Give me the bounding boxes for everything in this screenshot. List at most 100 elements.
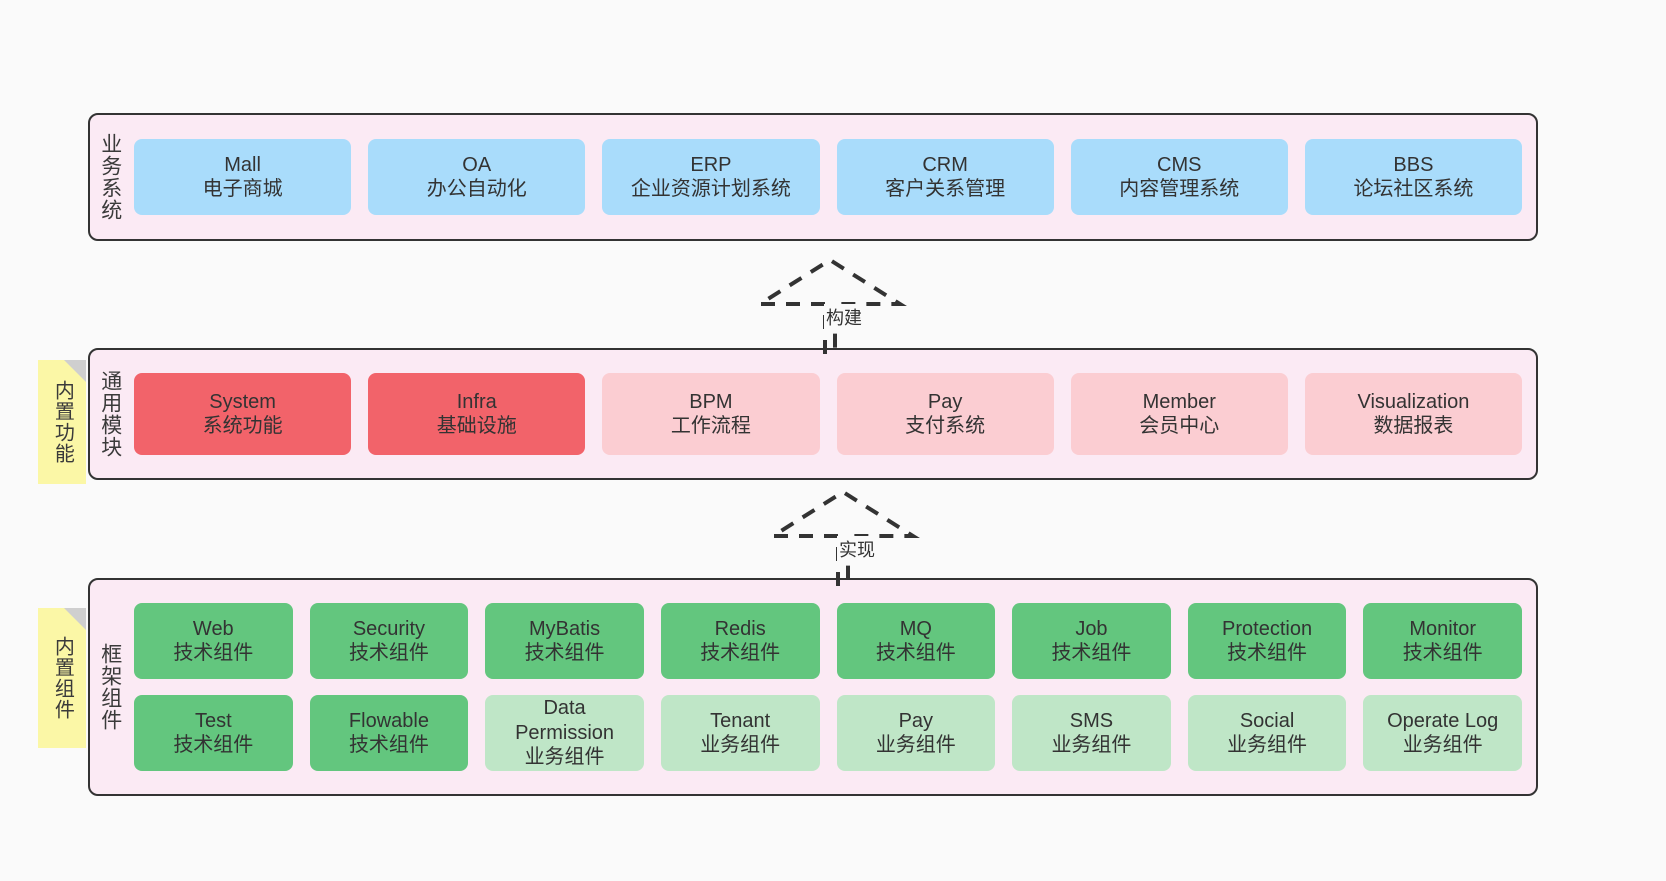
node-label-en: Visualization bbox=[1357, 390, 1470, 413]
node-visualization[interactable]: Visualization 数据报表 bbox=[1304, 373, 1523, 455]
node-member[interactable]: Member 会员中心 bbox=[1070, 373, 1288, 455]
node-label-en: OA bbox=[462, 153, 492, 176]
node-label-en: Mall bbox=[224, 153, 261, 176]
node-label-cn: 业务组件 bbox=[524, 746, 605, 769]
node-label-cn: 办公自动化 bbox=[426, 178, 527, 200]
node-pay-business[interactable]: Pay 业务组件 bbox=[836, 695, 996, 771]
node-label-cn: 会员中心 bbox=[1139, 415, 1220, 437]
node-label-cn: 业务组件 bbox=[875, 734, 956, 756]
node-label-cn: 工作流程 bbox=[670, 415, 751, 437]
node-label-cn: 业务组件 bbox=[1227, 734, 1308, 756]
node-label-cn: 基础设施 bbox=[436, 415, 517, 437]
node-mall[interactable]: Mall 电子商城 bbox=[134, 139, 352, 215]
sticky-note-builtin-component: 内置组件 bbox=[38, 608, 86, 748]
node-monitor[interactable]: Monitor 技术组件 bbox=[1363, 603, 1522, 679]
node-data-permission[interactable]: Data Permission 业务组件 bbox=[485, 695, 644, 771]
node-label-cn: 业务组件 bbox=[1402, 734, 1483, 756]
node-crm[interactable]: CRM 客户关系管理 bbox=[836, 139, 1054, 215]
node-label-en: Data Permission bbox=[515, 697, 615, 744]
node-operate-log[interactable]: Operate Log 业务组件 bbox=[1363, 695, 1522, 771]
node-label-en: BBS bbox=[1393, 153, 1434, 176]
node-label-en: Monitor bbox=[1409, 617, 1477, 640]
node-label-en: BPM bbox=[689, 390, 733, 413]
node-label-en: MQ bbox=[899, 617, 932, 640]
node-bpm[interactable]: BPM 工作流程 bbox=[602, 373, 820, 455]
node-test[interactable]: Test 技术组件 bbox=[134, 695, 293, 771]
node-security[interactable]: Security 技术组件 bbox=[309, 603, 469, 679]
node-sms[interactable]: SMS 业务组件 bbox=[1012, 695, 1171, 771]
node-label-cn: 业务组件 bbox=[700, 734, 781, 756]
node-label-cn: 企业资源计划系统 bbox=[630, 178, 791, 200]
connector-label-build: 构建 bbox=[824, 304, 864, 330]
node-label-cn: 技术组件 bbox=[875, 642, 956, 664]
node-pay[interactable]: Pay 支付系统 bbox=[836, 373, 1054, 455]
node-label-cn: 技术组件 bbox=[1227, 642, 1308, 664]
node-label-en: Social bbox=[1239, 709, 1295, 732]
node-label-en: Test bbox=[194, 709, 232, 732]
node-web[interactable]: Web 技术组件 bbox=[134, 603, 293, 679]
node-label-cn: 内容管理系统 bbox=[1119, 178, 1240, 200]
node-erp[interactable]: ERP 企业资源计划系统 bbox=[602, 139, 820, 215]
sticky-note-label: 内置组件 bbox=[51, 636, 74, 720]
layer-business-system: 业务系统 Mall 电子商城 OA 办公自动化 ERP 企业资源计划系统 CRM… bbox=[88, 113, 1538, 241]
layer-body-business-system: Mall 电子商城 OA 办公自动化 ERP 企业资源计划系统 CRM 客户关系… bbox=[130, 115, 1536, 239]
node-job[interactable]: Job 技术组件 bbox=[1012, 603, 1171, 679]
layer-framework-component: 框架组件 Web 技术组件 Security 技术组件 MyBatis 技术组件… bbox=[88, 578, 1538, 796]
node-label-en: Pay bbox=[927, 390, 963, 413]
node-row: System 系统功能 Infra 基础设施 BPM 工作流程 Pay 支付系统… bbox=[134, 373, 1523, 455]
node-label-en: Redis bbox=[714, 617, 766, 640]
layer-body-framework-component: Web 技术组件 Security 技术组件 MyBatis 技术组件 Redi… bbox=[130, 580, 1536, 794]
node-label-cn: 系统功能 bbox=[202, 415, 283, 437]
node-label-en: SMS bbox=[1069, 709, 1114, 732]
node-label-en: CRM bbox=[922, 153, 968, 176]
node-label-en: CMS bbox=[1157, 153, 1202, 176]
node-label-en: Tenant bbox=[710, 709, 771, 732]
node-label-cn: 数据报表 bbox=[1373, 415, 1454, 437]
node-row: Test 技术组件 Flowable 技术组件 Data Permission … bbox=[134, 695, 1522, 771]
node-label-en: MyBatis bbox=[529, 617, 601, 640]
node-label-cn: 技术组件 bbox=[1051, 642, 1132, 664]
node-label-cn: 支付系统 bbox=[905, 415, 986, 437]
node-social[interactable]: Social 业务组件 bbox=[1187, 695, 1347, 771]
node-system[interactable]: System 系统功能 bbox=[134, 373, 352, 455]
layer-title-business-system: 业务系统 bbox=[98, 133, 122, 221]
node-tenant[interactable]: Tenant 业务组件 bbox=[660, 695, 820, 771]
layer-title-common-module: 通用模块 bbox=[98, 370, 122, 458]
node-label-cn: 技术组件 bbox=[700, 642, 781, 664]
node-flowable[interactable]: Flowable 技术组件 bbox=[309, 695, 469, 771]
node-label-en: System bbox=[209, 390, 276, 413]
node-label-cn: 技术组件 bbox=[1402, 642, 1483, 664]
node-cms[interactable]: CMS 内容管理系统 bbox=[1070, 139, 1288, 215]
node-row: Mall 电子商城 OA 办公自动化 ERP 企业资源计划系统 CRM 客户关系… bbox=[134, 139, 1523, 215]
node-protection[interactable]: Protection 技术组件 bbox=[1187, 603, 1347, 679]
layer-common-module: 通用模块 System 系统功能 Infra 基础设施 BPM 工作流程 Pay… bbox=[88, 348, 1538, 480]
node-label-cn: 技术组件 bbox=[173, 734, 254, 756]
node-label-en: Flowable bbox=[348, 709, 429, 732]
node-redis[interactable]: Redis 技术组件 bbox=[660, 603, 820, 679]
connector-build: 构建 bbox=[753, 257, 907, 354]
node-label-cn: 论坛社区系统 bbox=[1353, 178, 1474, 200]
layer-title-framework-component: 框架组件 bbox=[98, 643, 122, 731]
node-label-en: Member bbox=[1142, 390, 1216, 413]
connector-label-implement: 实现 bbox=[837, 536, 877, 562]
node-label-en: ERP bbox=[690, 153, 732, 176]
node-label-en: Web bbox=[192, 617, 234, 640]
node-label-cn: 业务组件 bbox=[1051, 734, 1132, 756]
node-label-en: Infra bbox=[456, 390, 497, 413]
sticky-note-builtin-function: 内置功能 bbox=[38, 360, 86, 484]
node-infra[interactable]: Infra 基础设施 bbox=[368, 373, 586, 455]
node-oa[interactable]: OA 办公自动化 bbox=[368, 139, 586, 215]
layer-body-common-module: System 系统功能 Infra 基础设施 BPM 工作流程 Pay 支付系统… bbox=[130, 350, 1536, 478]
node-label-en: Security bbox=[352, 617, 426, 640]
node-label-cn: 技术组件 bbox=[524, 642, 605, 664]
node-bbs[interactable]: BBS 论坛社区系统 bbox=[1304, 139, 1523, 215]
node-label-cn: 技术组件 bbox=[348, 734, 429, 756]
node-label-cn: 技术组件 bbox=[173, 642, 254, 664]
node-label-cn: 技术组件 bbox=[348, 642, 429, 664]
node-mq[interactable]: MQ 技术组件 bbox=[836, 603, 996, 679]
node-label-en: Job bbox=[1075, 617, 1108, 640]
node-label-cn: 电子商城 bbox=[202, 178, 283, 200]
node-mybatis[interactable]: MyBatis 技术组件 bbox=[485, 603, 644, 679]
node-label-en: Protection bbox=[1222, 617, 1313, 640]
